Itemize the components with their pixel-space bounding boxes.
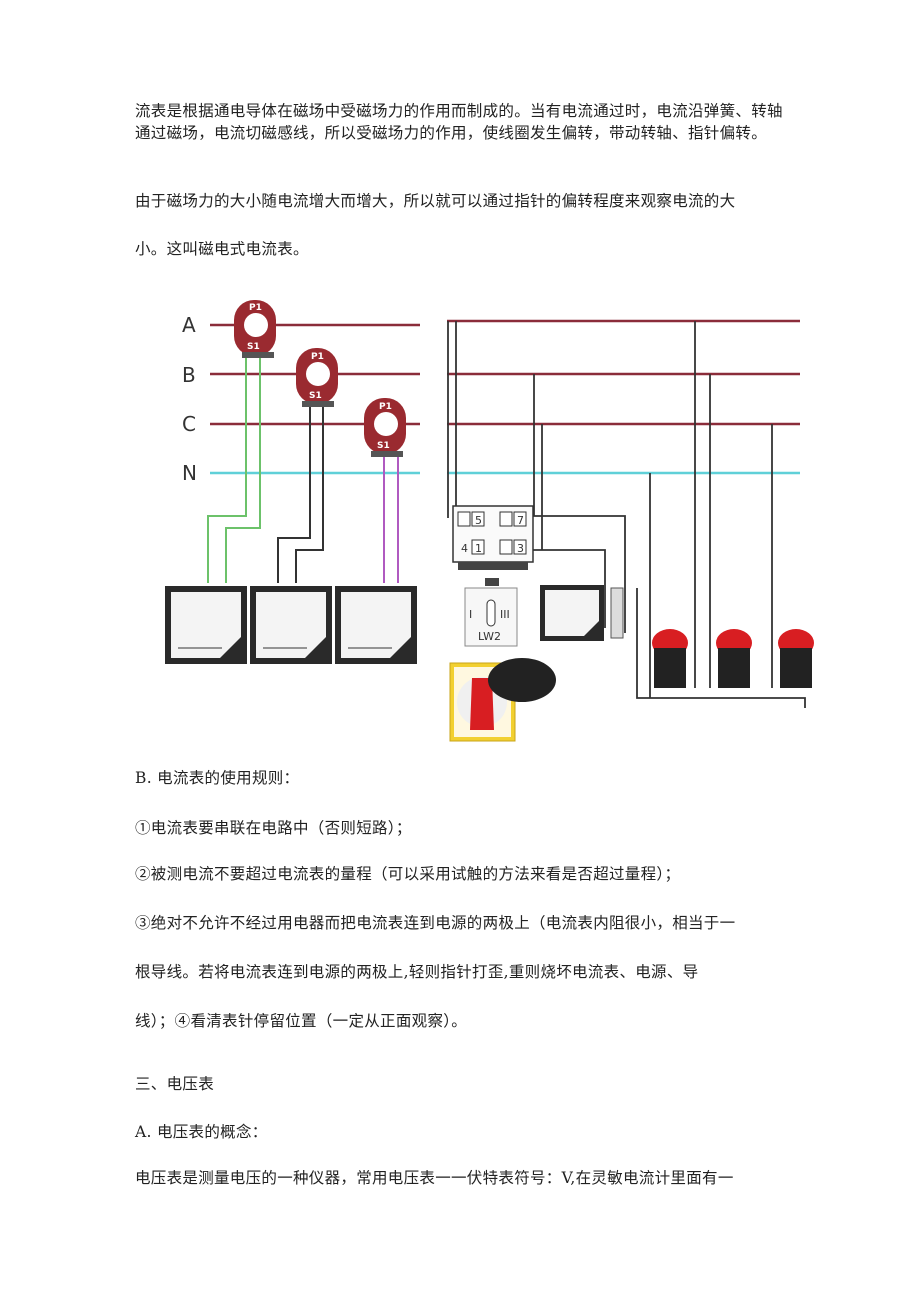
right-panel: 5 7 4 1 3 I III LW2: [447, 319, 814, 742]
rule-3-line-2: 根导线。若将电流表连到电源的两极上,轻则指针打歪,重则烧坏电流表、电源、导: [135, 963, 699, 981]
svg-text:P1: P1: [379, 402, 392, 412]
svg-text:I: I: [469, 608, 472, 621]
rule-2: ②被测电流不要超过电流表的量程（可以采用试触的方法来看是否超过量程）；: [135, 865, 681, 883]
indicator-lamp-b: [716, 629, 752, 688]
indicator-lamp-a: [652, 629, 688, 688]
green-wire-1: [207, 358, 247, 583]
current-transformer-c: P1 S1: [364, 398, 406, 457]
intro-paragraph-2-line-2: 小。这叫磁电式电流表。: [135, 240, 309, 258]
ammeter-3: [335, 586, 417, 664]
svg-text:1: 1: [475, 542, 482, 555]
svg-text:5: 5: [475, 514, 482, 527]
black-wire-2: [295, 407, 324, 583]
rule-3-line-1: ③绝对不允许不经过用电器而把电流表连到电源的两极上（电流表内阻很小，相当于一: [135, 914, 736, 932]
lw2-switch-face: I III LW2: [464, 587, 518, 647]
black-wire-1: [277, 407, 311, 583]
rule-3-line-3: 线）；④看清表针停留位置（一定从正面观察）。: [135, 1012, 468, 1030]
intro-paragraph-1: 流表是根据通电导体在磁场中受磁场力的作用而制成的。当有电流通过时，电流沿弹簧、转…: [135, 102, 783, 142]
wiring-diagram: A B C N P1 S1 P1 S1 P1 S1: [165, 300, 814, 742]
section-3-subheading: A. 电压表的概念：: [135, 1123, 268, 1141]
svg-text:P1: P1: [249, 303, 262, 313]
section-3-heading: 三、电压表: [135, 1075, 215, 1093]
rules-heading: B. 电流表的使用规则：: [135, 769, 300, 787]
svg-text:S1: S1: [377, 441, 390, 451]
svg-text:LW2: LW2: [478, 630, 501, 643]
phase-label-c: C: [182, 412, 196, 436]
svg-text:S1: S1: [309, 391, 322, 401]
green-wire-2: [225, 358, 261, 583]
ammeter-1: [165, 586, 247, 664]
rotary-switch: [449, 658, 556, 742]
svg-text:P1: P1: [311, 352, 324, 362]
current-transformer-b: P1 S1: [296, 348, 338, 407]
svg-text:S1: S1: [247, 342, 260, 352]
left-panel: A B C N P1 S1 P1 S1 P1 S1: [165, 300, 420, 664]
current-transformer-a: P1 S1: [234, 300, 276, 358]
indicator-lamp-c: [778, 629, 814, 688]
phase-label-n: N: [182, 461, 197, 485]
phase-label-b: B: [182, 363, 196, 387]
ammeter-wiring-figure: A B C N P1 S1 P1 S1 P1 S1: [160, 288, 820, 750]
svg-text:III: III: [500, 608, 510, 621]
svg-text:4: 4: [461, 542, 468, 555]
rule-1: ①电流表要串联在电路中（否则短路）；: [135, 819, 412, 837]
section-3-body-line-1: 电压表是测量电压的一种仪器，常用电压表一一伏特表符号：V,在灵敏电流计里面有一: [135, 1169, 734, 1187]
svg-text:7: 7: [517, 514, 524, 527]
voltmeter: [540, 585, 604, 641]
phase-label-a: A: [182, 313, 196, 337]
svg-text:3: 3: [517, 542, 524, 555]
switch-terminal-block: 5 7 4 1 3: [452, 505, 534, 586]
ammeter-2: [250, 586, 332, 664]
intro-paragraph-2-line-1: 由于磁场力的大小随电流增大而增大，所以就可以通过指针的偏转程度来观察电流的大: [135, 192, 736, 210]
